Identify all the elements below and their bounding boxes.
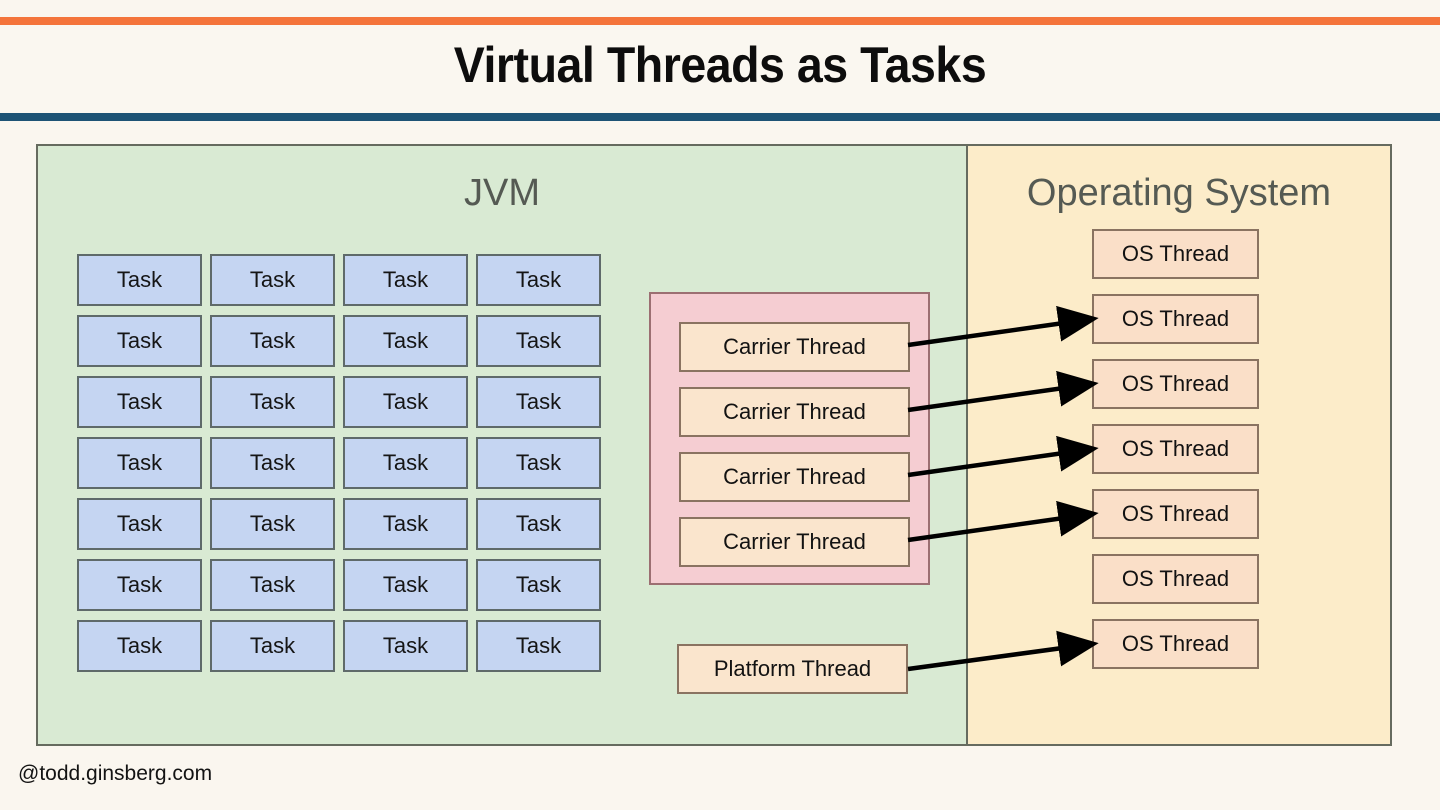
- task-box[interactable]: Task: [210, 620, 335, 672]
- os-thread-box[interactable]: OS Thread: [1092, 424, 1259, 474]
- task-box[interactable]: Task: [343, 559, 468, 611]
- author-handle: @todd.ginsberg.com: [18, 762, 213, 785]
- task-box[interactable]: Task: [343, 437, 468, 489]
- task-box[interactable]: Task: [343, 620, 468, 672]
- task-box[interactable]: Task: [343, 315, 468, 367]
- task-box[interactable]: Task: [77, 437, 202, 489]
- task-box[interactable]: Task: [476, 559, 601, 611]
- panel-operating-system: Operating System OS Thread OS Thread OS Th…: [968, 146, 1390, 744]
- task-box[interactable]: Task: [77, 376, 202, 428]
- carrier-thread-box[interactable]: Carrier Thread: [679, 452, 910, 502]
- task-box[interactable]: Task: [210, 498, 335, 550]
- task-box[interactable]: Task: [77, 620, 202, 672]
- accent-rule-top: [0, 17, 1440, 25]
- task-box[interactable]: Task: [77, 559, 202, 611]
- task-box[interactable]: Task: [210, 315, 335, 367]
- os-thread-box[interactable]: OS Thread: [1092, 359, 1259, 409]
- task-box[interactable]: Task: [476, 254, 601, 306]
- os-thread-box[interactable]: OS Thread: [1092, 489, 1259, 539]
- page-title: Virtual Threads as Tasks: [453, 37, 987, 93]
- title-band: [0, 25, 1440, 113]
- task-box[interactable]: Task: [210, 437, 335, 489]
- carrier-thread-box[interactable]: Carrier Thread: [679, 387, 910, 437]
- task-box[interactable]: Task: [476, 498, 601, 550]
- os-thread-box[interactable]: OS Thread: [1092, 619, 1259, 669]
- os-thread-box[interactable]: OS Thread: [1092, 554, 1259, 604]
- panel-os-heading: Operating System: [1026, 172, 1332, 214]
- task-box[interactable]: Task: [77, 315, 202, 367]
- task-box[interactable]: Task: [476, 315, 601, 367]
- os-thread-box[interactable]: OS Thread: [1092, 294, 1259, 344]
- task-box[interactable]: Task: [343, 376, 468, 428]
- task-box[interactable]: Task: [77, 498, 202, 550]
- os-thread-box[interactable]: OS Thread: [1092, 229, 1259, 279]
- task-box[interactable]: Task: [476, 437, 601, 489]
- task-box[interactable]: Task: [210, 376, 335, 428]
- task-box[interactable]: Task: [343, 254, 468, 306]
- platform-thread-box[interactable]: Platform Thread: [677, 644, 908, 694]
- carrier-thread-box[interactable]: Carrier Thread: [679, 517, 910, 567]
- task-box[interactable]: Task: [210, 559, 335, 611]
- accent-rule-bottom: [0, 113, 1440, 121]
- task-box[interactable]: Task: [343, 498, 468, 550]
- task-box[interactable]: Task: [77, 254, 202, 306]
- task-box[interactable]: Task: [476, 620, 601, 672]
- task-box[interactable]: Task: [210, 254, 335, 306]
- task-box[interactable]: Task: [476, 376, 601, 428]
- carrier-thread-box[interactable]: Carrier Thread: [679, 322, 910, 372]
- panel-jvm-heading: JVM: [464, 172, 540, 214]
